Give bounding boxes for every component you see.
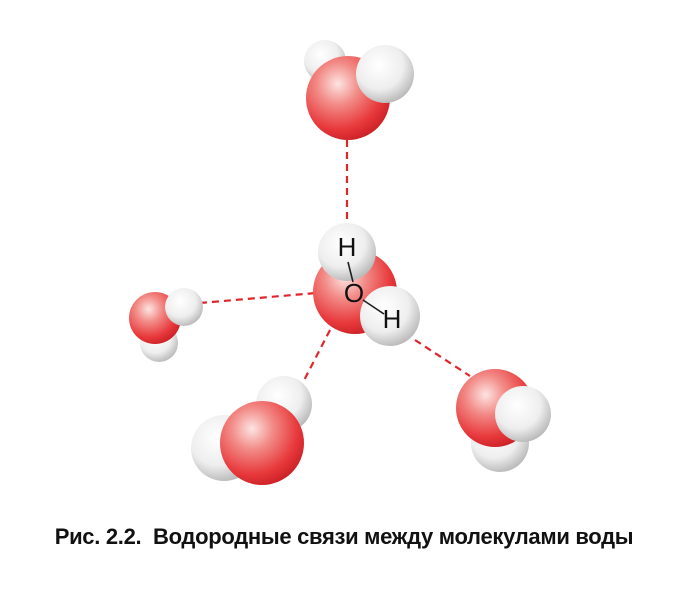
hydrogen-atom xyxy=(356,45,414,103)
figure-caption-text: Водородные связи между молекулами воды xyxy=(152,524,634,549)
hydrogen-atom-top-center xyxy=(318,223,376,281)
water-molecule-center: H O H xyxy=(313,223,420,346)
water-molecule-bottom-right xyxy=(456,369,551,472)
figure-caption: Рис. 2.2. Водородные связи между молекул… xyxy=(0,524,688,550)
hydrogen-atom xyxy=(165,288,203,326)
water-molecule-bottom-left xyxy=(191,376,312,485)
figure-number: Рис. 2.2. xyxy=(54,524,142,549)
water-molecule-top xyxy=(304,40,414,140)
hydrogen-label-top: H xyxy=(338,232,357,262)
hydrogen-bond-bottom-right xyxy=(414,339,471,377)
o-h-bond-top xyxy=(347,261,354,283)
hydrogen-bonds xyxy=(199,140,471,393)
water-molecule-left xyxy=(129,288,203,362)
oxygen-atom xyxy=(220,401,304,485)
hydrogen-bond-left xyxy=(199,291,317,305)
hydrogen-atom-right-center xyxy=(360,286,420,346)
hydrogen-bond-bottom-left xyxy=(297,329,331,393)
hydrogen-label-right: H xyxy=(383,304,402,334)
hydrogen-atom xyxy=(495,386,551,442)
o-h-bond-right xyxy=(362,299,385,315)
oxygen-label: O xyxy=(344,278,364,308)
